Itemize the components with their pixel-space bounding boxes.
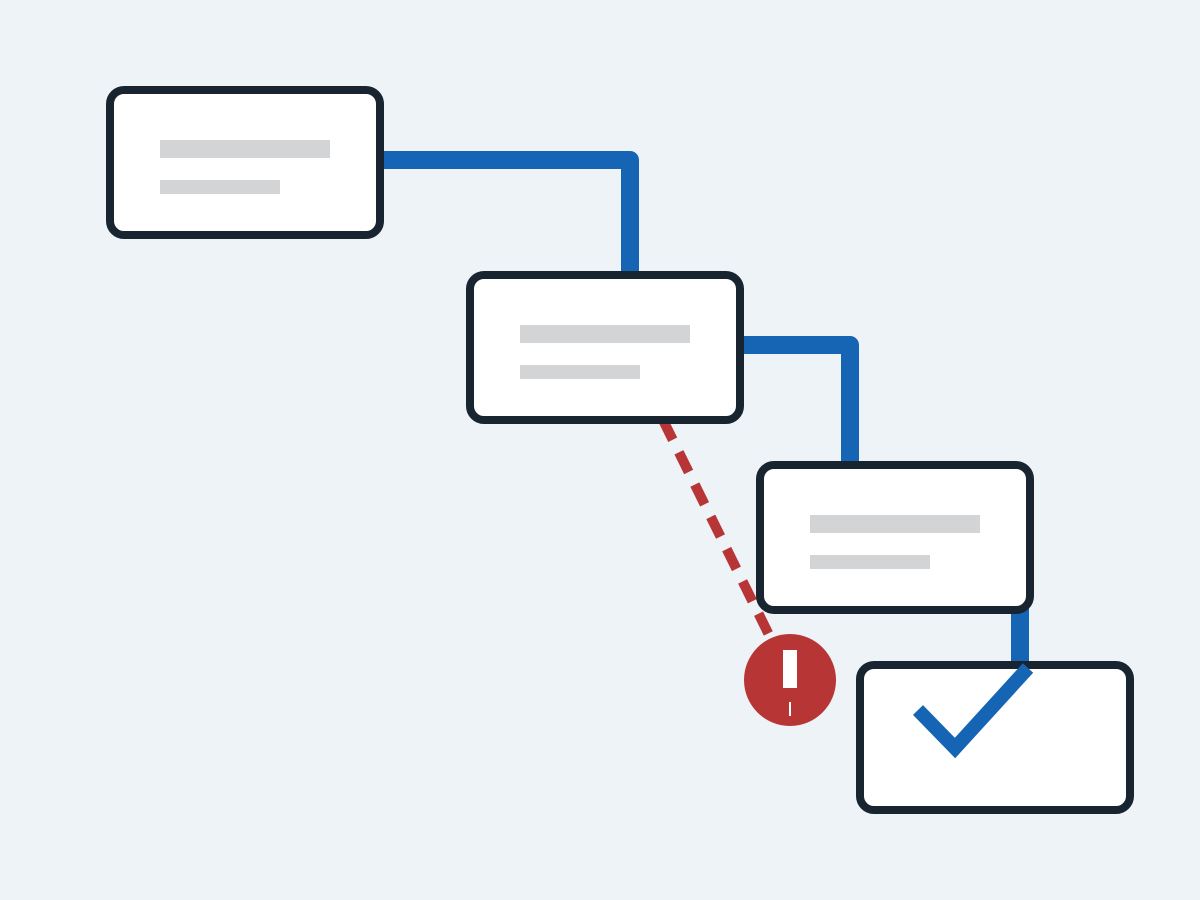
checkmark-icon (912, 663, 1034, 759)
done-card (856, 661, 1134, 814)
exclamation-dot (789, 702, 791, 716)
step-card-3 (756, 461, 1034, 614)
step-card-2-subtitle-placeholder (520, 365, 640, 379)
step-card-1-title-placeholder (160, 140, 330, 158)
step-card-3-frame (756, 461, 1034, 614)
exclamation-icon (783, 650, 797, 688)
step-card-2 (466, 271, 744, 424)
step-card-1 (106, 86, 384, 239)
step-card-2-title-placeholder (520, 325, 690, 343)
alert-badge (744, 634, 836, 726)
step-card-3-title-placeholder (810, 515, 980, 533)
done-card-frame (856, 661, 1134, 814)
step-card-1-frame (106, 86, 384, 239)
step-card-3-subtitle-placeholder (810, 555, 930, 569)
step-card-2-frame (466, 271, 744, 424)
step-card-1-subtitle-placeholder (160, 180, 280, 194)
connector-step1-step2 (380, 151, 639, 276)
connector-step2-step3 (740, 336, 859, 466)
failure-path (658, 417, 778, 646)
